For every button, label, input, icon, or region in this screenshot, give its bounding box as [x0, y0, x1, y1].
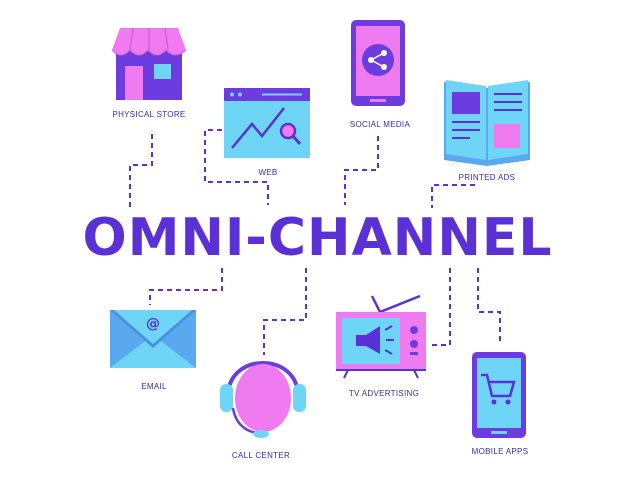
mail-icon: @	[110, 310, 196, 368]
web-icon	[224, 88, 310, 158]
headset-icon	[220, 361, 306, 438]
label-web: WEB	[258, 168, 278, 177]
label-physical-store: PHYSICAL STORE	[112, 110, 186, 119]
label-call-center: CALL CENTER	[231, 451, 291, 460]
tv-icon	[336, 294, 426, 379]
connector-web	[204, 129, 269, 205]
label-mobile-apps: MOBILE APPS	[471, 447, 529, 456]
connectors	[129, 129, 501, 355]
cart-icon	[472, 352, 526, 438]
label-email: EMAIL	[141, 382, 167, 391]
connector-social	[344, 136, 379, 205]
connector-store	[129, 134, 153, 210]
label-printed-ads: PRINTED ADS	[458, 173, 516, 182]
connector-callcenter	[263, 268, 307, 355]
connector-printed	[431, 184, 475, 208]
label-tv-advertising: TV ADVERTISING	[348, 389, 420, 398]
connector-tv	[428, 268, 451, 346]
store-icon	[111, 27, 187, 100]
connector-mobile	[477, 268, 501, 345]
label-social-media: SOCIAL MEDIA	[349, 120, 411, 129]
newspaper-icon	[444, 80, 530, 166]
diagram-title: OMNI-CHANNEL	[82, 208, 553, 268]
svg-text:@: @	[146, 316, 160, 332]
connector-email	[149, 268, 223, 305]
share-icon	[351, 20, 405, 106]
